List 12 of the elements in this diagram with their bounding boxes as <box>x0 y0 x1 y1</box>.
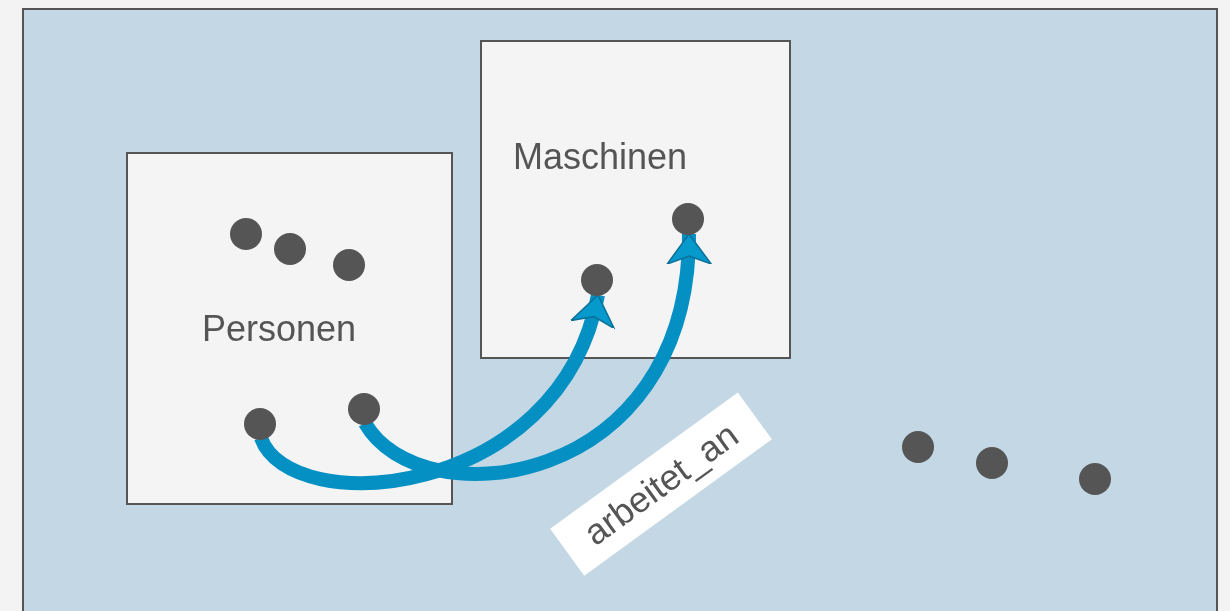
curved-arrow <box>359 233 710 481</box>
set-title: Personen <box>202 308 357 350</box>
element-dot <box>333 249 365 281</box>
element-dot <box>348 393 380 425</box>
element-dot <box>244 408 276 440</box>
set-title: Maschinen <box>513 136 688 178</box>
set-box <box>480 40 791 359</box>
element-dot <box>274 233 306 265</box>
set-box <box>126 152 453 505</box>
element-dot <box>581 264 613 296</box>
element-dot <box>230 218 262 250</box>
element-dot <box>672 203 704 235</box>
